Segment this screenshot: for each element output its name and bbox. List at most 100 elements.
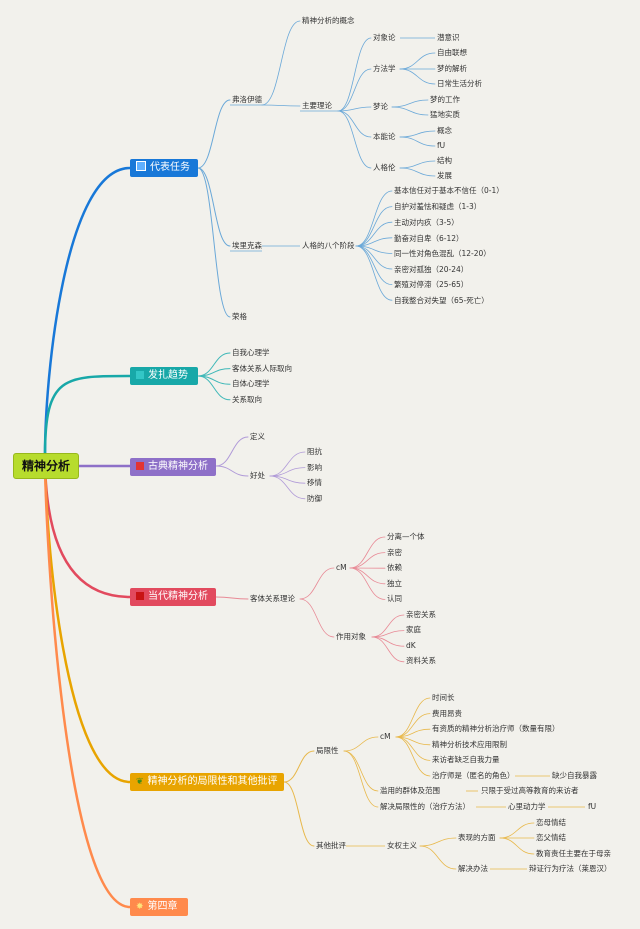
connector (399, 52, 436, 70)
node-lack-self-disclosure[interactable]: 缺少自我暴露 (552, 771, 597, 780)
node-object-theory[interactable]: 对象论 (373, 33, 396, 42)
node-daily-analysis[interactable]: 日常生活分析 (437, 79, 482, 88)
branch-label: 精神分析的局限性和其他批评 (147, 776, 278, 787)
node-influence[interactable]: 影响 (307, 463, 322, 472)
node-anonymous-therapist[interactable]: 治疗师是（匿名的角色） (432, 771, 515, 780)
node-stage-1[interactable]: 基本信任对于基本不信任（0-1） (394, 186, 504, 195)
connector (215, 596, 249, 600)
node-eight-stages[interactable]: 人格的八个阶段 (302, 241, 355, 250)
connector (349, 536, 386, 569)
node-mother-duty[interactable]: 教育责任主要在于母亲 (536, 849, 611, 858)
node-definition[interactable]: 定义 (250, 432, 265, 441)
node-technique-limit[interactable]: 精神分析技术应用限制 (432, 740, 507, 749)
node-dream-nature[interactable]: 猛地实质 (430, 110, 460, 119)
connector (337, 110, 372, 169)
connector (337, 37, 372, 112)
node-defense[interactable]: 防御 (307, 494, 322, 503)
connector (343, 750, 379, 808)
node-dbt[interactable]: 辩证行为疗法（莱恩汉） (529, 864, 612, 873)
branch-chapter-four[interactable]: ✸第四章 (130, 898, 188, 916)
connector (299, 567, 335, 600)
node-solution[interactable]: 解决办法 (458, 864, 488, 873)
node-fu[interactable]: fU (437, 141, 446, 150)
node-stage-4[interactable]: 勤奋对自卑（6-12） (394, 234, 464, 243)
connector (395, 728, 431, 738)
node-psychoanalysis-concept[interactable]: 精神分析的概念 (302, 16, 355, 25)
connector (399, 68, 436, 85)
connector (355, 245, 393, 285)
node-other-criticism[interactable]: 其他批评 (316, 841, 346, 850)
branch-label: 当代精神分析 (148, 591, 208, 602)
root-node[interactable]: 精神分析 (13, 453, 79, 479)
node-oedipus[interactable]: 恋母情结 (536, 818, 566, 827)
node-instinct-theory[interactable]: 本能论 (373, 132, 396, 141)
node-dk[interactable]: dK (406, 641, 416, 650)
node-target[interactable]: 作用对象 (336, 632, 366, 641)
node-dependence[interactable]: 依赖 (387, 563, 402, 572)
node-cm-limit[interactable]: cM (380, 732, 391, 741)
node-identification[interactable]: 认同 (387, 594, 402, 603)
node-qualified-therapist[interactable]: 有资质的精神分析治疗师（数量有限） (432, 724, 560, 733)
node-misuse[interactable]: 滥用的群体及范围 (380, 786, 440, 795)
node-resource-relation[interactable]: 资料关系 (406, 656, 436, 665)
node-object-relations[interactable]: 客体关系人际取向 (232, 364, 292, 373)
connector (269, 475, 306, 500)
node-expensive[interactable]: 费用昂贵 (432, 709, 462, 718)
node-manifest[interactable]: 表现的方面 (458, 833, 496, 842)
branch-limitations[interactable]: ❦精神分析的局限性和其他批评 (130, 773, 284, 791)
node-solve-limit[interactable]: 解决局限性的（治疗方法） (380, 802, 470, 811)
node-self-psychology[interactable]: 自体心理学 (232, 379, 270, 388)
node-structure[interactable]: 结构 (437, 156, 452, 165)
connector (197, 167, 231, 247)
node-free-association[interactable]: 自由联想 (437, 48, 467, 57)
node-jung[interactable]: 荣格 (232, 312, 247, 321)
node-feminism[interactable]: 女权主义 (387, 841, 417, 850)
node-long-time[interactable]: 时间长 (432, 693, 455, 702)
node-relational[interactable]: 关系取向 (232, 395, 262, 404)
node-dream-work[interactable]: 梦的工作 (430, 95, 460, 104)
node-subconscious[interactable]: 潜意识 (437, 33, 460, 42)
node-development[interactable]: 发展 (437, 171, 452, 180)
node-client-lack-ego[interactable]: 来访者缺乏自我力量 (432, 755, 500, 764)
node-resistance[interactable]: 阻抗 (307, 447, 322, 456)
branch-contemporary[interactable]: 当代精神分析 (130, 588, 216, 606)
flag-icon (136, 462, 144, 470)
node-benefit[interactable]: 好处 (250, 471, 265, 480)
connector (355, 221, 393, 247)
node-dream-analysis[interactable]: 梦的解析 (437, 64, 467, 73)
node-stage-8[interactable]: 自我整合对失望（65-死亡） (394, 296, 489, 305)
branch-trends[interactable]: 发扎趋势 (130, 367, 198, 385)
node-electra[interactable]: 恋父情结 (536, 833, 566, 842)
node-family[interactable]: 家庭 (406, 625, 421, 634)
node-independence[interactable]: 独立 (387, 579, 402, 588)
node-erikson[interactable]: 埃里克森 (232, 241, 262, 250)
node-intimate-relation[interactable]: 亲密关系 (406, 610, 436, 619)
connector (355, 206, 393, 247)
connector (355, 245, 393, 301)
node-dream-theory[interactable]: 梦论 (373, 102, 388, 111)
node-ego-psychology[interactable]: 自我心理学 (232, 348, 270, 357)
node-intimacy[interactable]: 亲密 (387, 548, 402, 557)
node-concept[interactable]: 概念 (437, 126, 452, 135)
node-stage-6[interactable]: 亲密对孤独（20-24） (394, 265, 469, 274)
connector (419, 837, 457, 847)
node-main-theory[interactable]: 主要理论 (302, 101, 332, 110)
node-separation[interactable]: 分离—个体 (387, 532, 425, 541)
node-stage-5[interactable]: 同一性对角色混乱（12-20） (394, 249, 491, 258)
node-stage-3[interactable]: 主动对内疚（3-5） (394, 218, 459, 227)
flag-icon (136, 592, 144, 600)
node-fu-2[interactable]: fU (588, 802, 597, 811)
node-stage-2[interactable]: 自护对羞怯和疑虑（1-3） (394, 202, 482, 211)
branch-representatives[interactable]: 代表任务 (130, 159, 198, 177)
node-personality-theory[interactable]: 人格伦 (373, 163, 396, 172)
node-freud[interactable]: 弗洛伊德 (232, 95, 262, 104)
node-misuse-limit[interactable]: 只限于受过高等教育的来访者 (481, 786, 579, 795)
node-psychodynamics[interactable]: 心里动力学 (508, 802, 546, 811)
node-methodology[interactable]: 方法学 (373, 64, 396, 73)
node-transference[interactable]: 移情 (307, 478, 322, 487)
branch-classical[interactable]: 古典精神分析 (130, 458, 216, 476)
node-cm[interactable]: cM (336, 563, 347, 572)
node-object-relation-theory[interactable]: 客体关系理论 (250, 594, 295, 603)
node-limitation[interactable]: 局限性 (316, 746, 339, 755)
node-stage-7[interactable]: 繁殖对停滞（25-65） (394, 280, 469, 289)
